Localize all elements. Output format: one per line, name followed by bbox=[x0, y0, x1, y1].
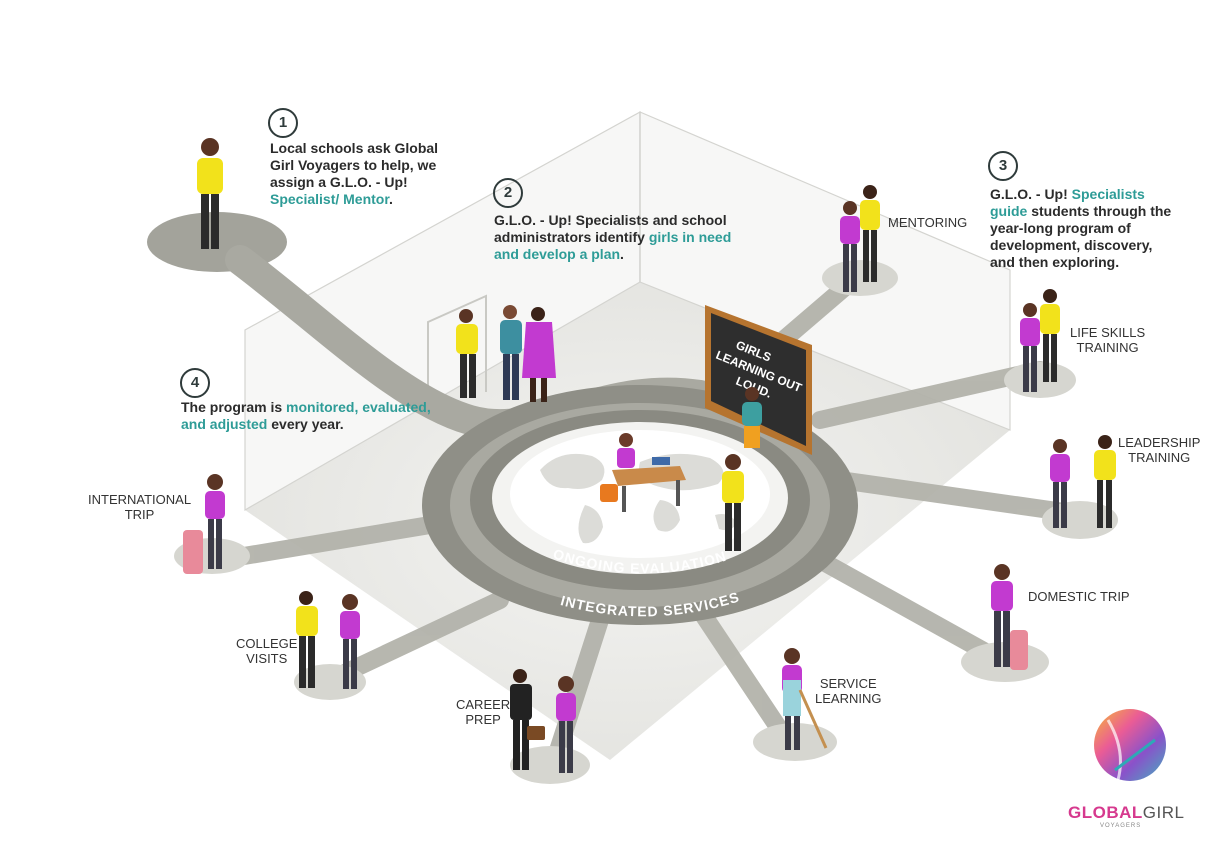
step-1-number: 1 bbox=[268, 108, 298, 138]
college-visits-figures bbox=[296, 591, 360, 689]
service-learning-figure bbox=[782, 648, 828, 750]
career-prep-figures bbox=[510, 669, 576, 773]
service-label-domestic-trip: DOMESTIC TRIP bbox=[1028, 589, 1130, 604]
teacher-figure bbox=[742, 387, 762, 448]
step-4-number: 4 bbox=[180, 368, 210, 398]
mentor-figure bbox=[197, 138, 223, 249]
step-2-number: 2 bbox=[493, 178, 523, 208]
step-3-number: 3 bbox=[988, 151, 1018, 181]
mentoring-figures bbox=[840, 185, 880, 292]
logo-subtitle: VOYAGERS bbox=[1100, 823, 1142, 829]
logo-wordmark: GLOBALGIRL bbox=[1068, 803, 1185, 822]
step-2-text: G.L.O. - Up! Specialists and school admi… bbox=[494, 212, 732, 262]
step-4-text: The program is monitored, evaluated, and… bbox=[181, 399, 431, 432]
center-mentor-figure bbox=[722, 454, 744, 551]
leadership-figures bbox=[1050, 435, 1116, 528]
global-girl-logo-emblem bbox=[1094, 709, 1166, 781]
desk-with-student bbox=[600, 433, 686, 512]
life-skills-figures bbox=[1020, 289, 1060, 392]
people-figures bbox=[183, 138, 1116, 773]
blackboard: GIRLS LEARNING OUT LOUD. bbox=[705, 305, 812, 455]
step-3-text: G.L.O. - Up! Specialists guide students … bbox=[990, 186, 1172, 270]
spokes bbox=[211, 261, 1094, 769]
service-label-mentoring: MENTORING bbox=[888, 215, 968, 230]
door-frame bbox=[427, 294, 487, 410]
domestic-trip-figure bbox=[991, 564, 1028, 670]
step-1-text: Local schools ask Global Girl Voyagers t… bbox=[270, 140, 439, 207]
international-trip-figure bbox=[183, 474, 225, 574]
meeting-group-figures bbox=[456, 305, 556, 402]
